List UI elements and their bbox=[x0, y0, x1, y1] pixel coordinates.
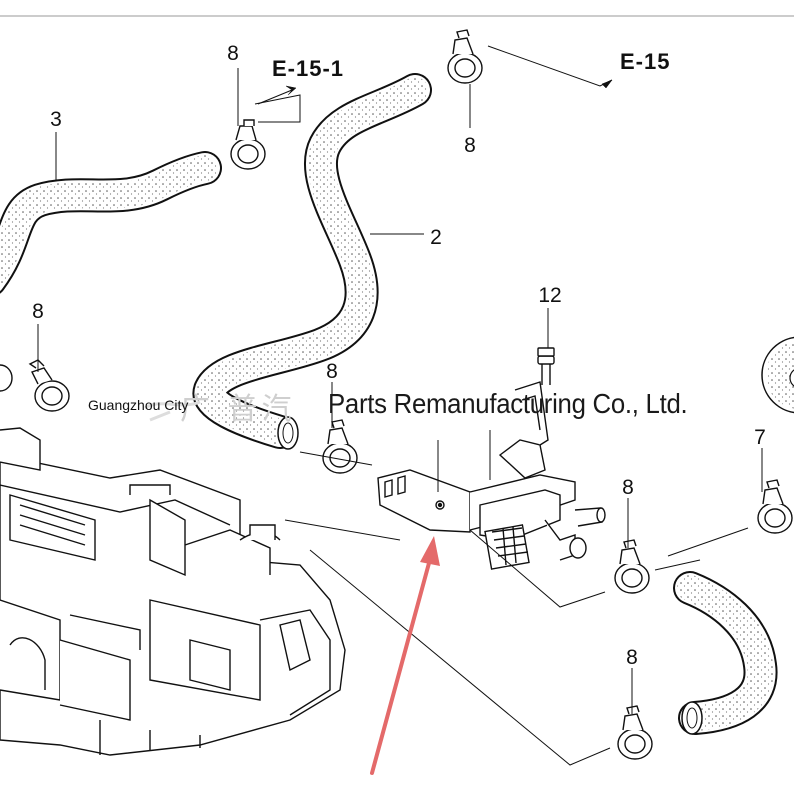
hose-clamp-far-left bbox=[0, 364, 13, 392]
ref-label-e15: E-15 bbox=[620, 49, 670, 74]
hose-clamp-right-low bbox=[617, 705, 653, 760]
watermark-company: Parts Remanufacturing Co., Ltd. bbox=[328, 388, 688, 419]
callout-clamp-7: 7 bbox=[754, 426, 766, 449]
watermark-cjk: 广 普汽 bbox=[180, 392, 296, 427]
callouts: 8 8 3 2 8 12 8 8 7 8 bbox=[32, 42, 766, 669]
highlight-arrow bbox=[370, 536, 440, 775]
callout-clamp-left: 8 bbox=[32, 300, 44, 323]
callout-clamp-right-low: 8 bbox=[626, 646, 638, 669]
watermark-city: Guangzhou City bbox=[88, 397, 189, 413]
hose-clamp-top-right bbox=[447, 29, 483, 84]
reference-arrows bbox=[257, 79, 613, 105]
callout-clamp-center: 8 bbox=[326, 360, 338, 383]
callout-bolt-12: 12 bbox=[538, 284, 561, 307]
hose-3 bbox=[0, 151, 222, 294]
callout-clamp-top-center: 8 bbox=[227, 42, 239, 65]
round-grommet bbox=[761, 336, 794, 414]
callout-hose-2: 2 bbox=[430, 226, 442, 249]
hose-clamp-center bbox=[322, 419, 358, 474]
heater-unit bbox=[0, 427, 346, 756]
hose-clamp-top-center bbox=[230, 119, 266, 170]
hose-clamp-7 bbox=[757, 479, 793, 534]
watermark-strokes bbox=[144, 400, 201, 422]
hose-lower-right bbox=[673, 571, 778, 735]
hose-clamp-left bbox=[28, 359, 70, 412]
callout-clamp-top-right: 8 bbox=[464, 134, 476, 157]
hose-2 bbox=[192, 73, 432, 450]
water-valve bbox=[377, 347, 606, 570]
callout-hose-3: 3 bbox=[50, 108, 62, 131]
ref-label-e15-1: E-15-1 bbox=[272, 56, 344, 81]
hose-clamp-right-mid bbox=[614, 539, 650, 594]
callout-clamp-right-mid: 8 bbox=[622, 476, 634, 499]
leader-lines bbox=[37, 45, 763, 766]
